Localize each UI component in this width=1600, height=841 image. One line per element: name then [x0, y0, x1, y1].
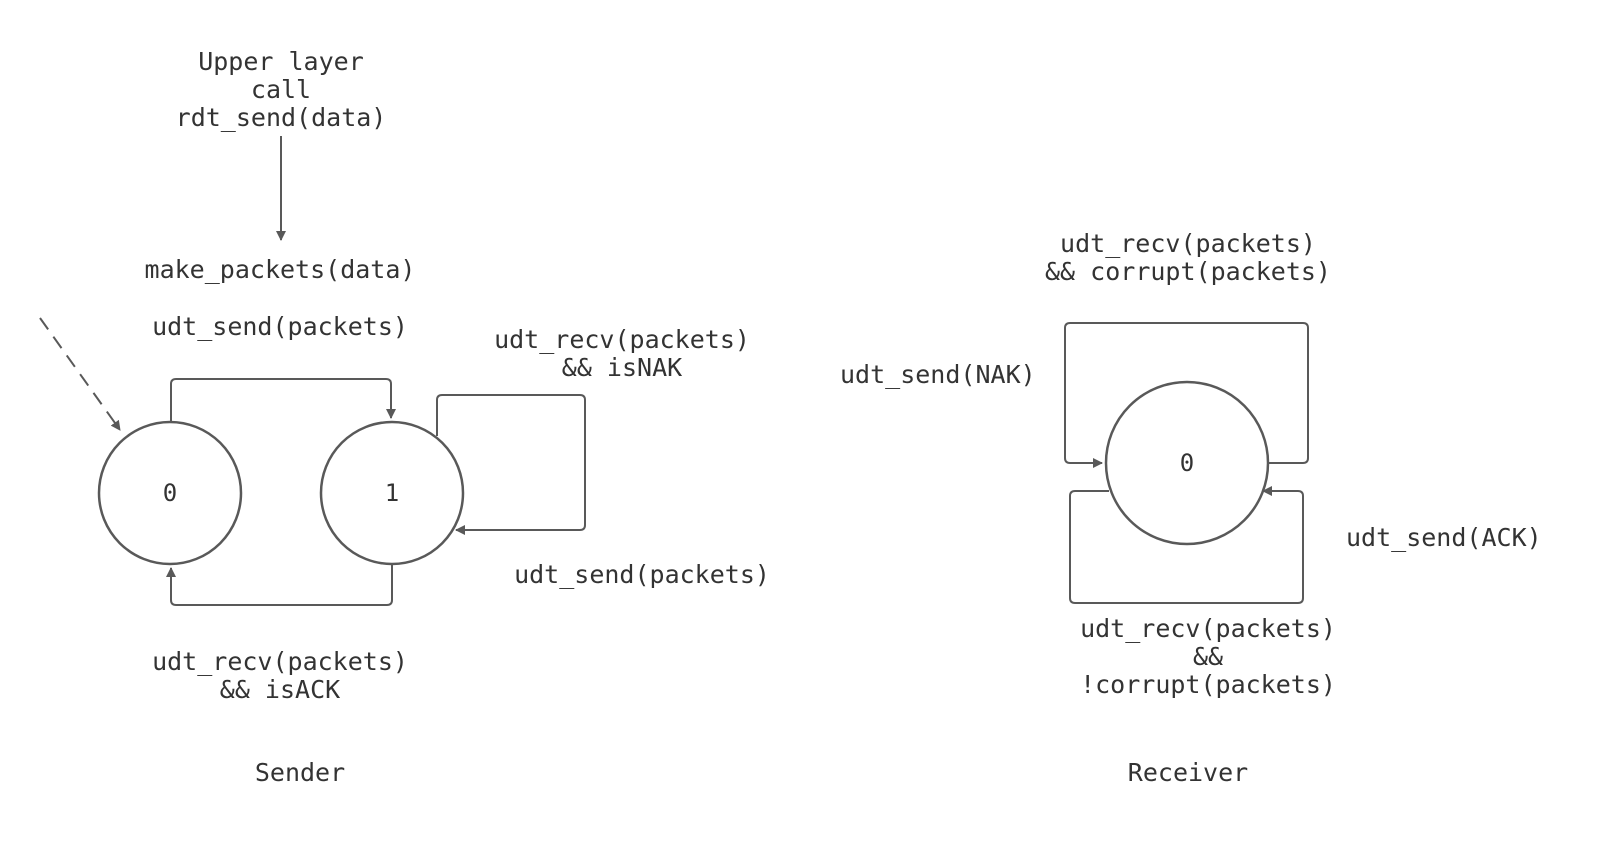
recv-ack-label: udt_recv(packets) && isACK: [152, 647, 408, 704]
initial-state-arrow: [39, 317, 121, 431]
sender-caption: Sender: [254, 758, 346, 787]
make-packets-label: make_packets(data): [144, 255, 416, 284]
recv-nak-label: udt_recv(packets) && isNAK: [494, 325, 750, 382]
receiver-state-0-label: 0: [1180, 449, 1194, 477]
receiver-ok-loop: [1069, 486, 1304, 604]
sender-state-0-label: 0: [163, 479, 177, 507]
resend-packets-label: udt_send(packets): [514, 560, 770, 589]
send-packets-label: udt_send(packets): [152, 312, 408, 341]
recv-corrupt-label: udt_recv(packets) && corrupt(packets): [1045, 229, 1331, 286]
recv-ok-label: udt_recv(packets) && !corrupt(packets): [1080, 614, 1336, 699]
receiver-caption: Receiver: [1127, 758, 1249, 787]
receiver-corrupt-loop: [1064, 322, 1309, 468]
transition-1-self-loop: [436, 394, 586, 535]
upper-layer-call-label: Upper layer call rdt_send(data): [175, 47, 387, 132]
transition-1-to-0: [166, 564, 393, 606]
send-ack-label: udt_send(ACK): [1346, 523, 1542, 552]
sender-state-1-label: 1: [385, 479, 399, 507]
transition-0-to-1: [170, 378, 396, 422]
send-nak-label: udt_send(NAK): [840, 360, 1036, 389]
